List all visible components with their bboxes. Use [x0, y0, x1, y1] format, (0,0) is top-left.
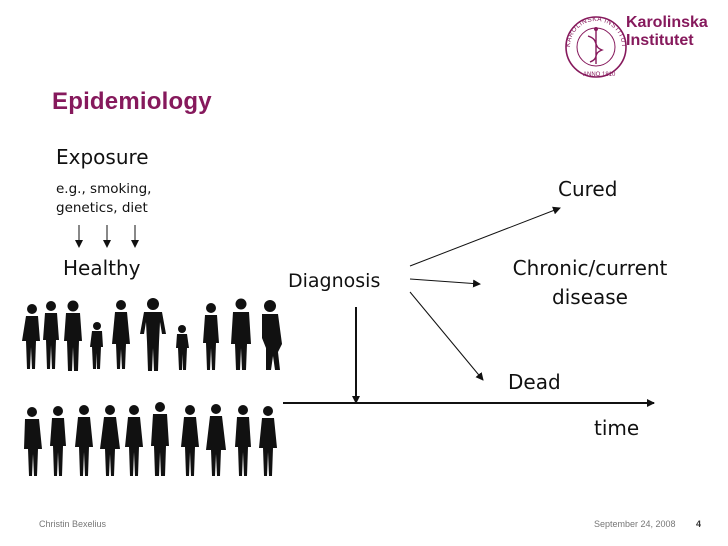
footer-page-number: 4 [696, 519, 702, 529]
karolinska-logo: Karolinska Institutet [626, 14, 708, 50]
person-silhouette [176, 325, 189, 370]
outcome-dead: Dead [508, 370, 561, 394]
time-label: time [594, 416, 640, 440]
logo-line-2: Institutet [626, 32, 694, 49]
person-silhouette [203, 303, 219, 370]
people-silhouettes-icon [22, 298, 282, 371]
exposure-examples-line-1: e.g., smoking, [56, 181, 152, 197]
person-silhouette [43, 301, 59, 369]
svg-text:ANNO 1810: ANNO 1810 [583, 72, 616, 78]
healthy-label: Healthy [63, 256, 141, 280]
person-silhouette [235, 405, 251, 476]
exposure-label: Exposure [56, 145, 149, 169]
outcome-cured: Cured [558, 177, 618, 201]
person-silhouette [90, 322, 103, 369]
person-silhouette [140, 298, 166, 371]
arrow-to-dead [409, 291, 484, 381]
outcome-chronic-line-1: Chronic/current [512, 256, 668, 280]
diagnosis-label: Diagnosis [288, 270, 381, 292]
exposure-examples: e.g., smoking, genetics, diet [56, 180, 151, 218]
svg-text:KAROLINSKA INSTITUTET: KAROLINSKA INSTITUTET [0, 0, 627, 48]
person-silhouette [24, 407, 42, 476]
karolinska-seal-icon: KAROLINSKA INSTITUTET ANNO 1810 [0, 0, 627, 78]
person-silhouette [22, 304, 40, 369]
outcome-chronic: Chronic/current disease [490, 254, 690, 312]
people-silhouettes-row2-icon [24, 402, 277, 476]
person-silhouette [262, 300, 282, 370]
logo-line-1: Karolinska [626, 14, 708, 31]
slide-title: Epidemiology [52, 88, 212, 115]
arrow-to-cured [409, 206, 561, 267]
person-silhouette [64, 300, 82, 371]
person-silhouette [125, 405, 143, 476]
outcome-chronic-line-2: disease [552, 285, 628, 309]
exposure-examples-line-2: genetics, diet [56, 200, 148, 216]
person-silhouette [100, 405, 120, 476]
person-silhouette [259, 406, 277, 476]
arrow-to-chronic [409, 278, 481, 288]
person-silhouette [75, 405, 93, 476]
footer-date: September 24, 2008 [594, 519, 676, 529]
person-silhouette [50, 406, 66, 476]
footer-author: Christin Bexelius [39, 519, 107, 529]
person-silhouette [231, 298, 251, 370]
person-silhouette [112, 300, 130, 369]
person-silhouette [206, 404, 226, 476]
person-silhouette [181, 405, 199, 476]
person-silhouette [151, 402, 169, 476]
